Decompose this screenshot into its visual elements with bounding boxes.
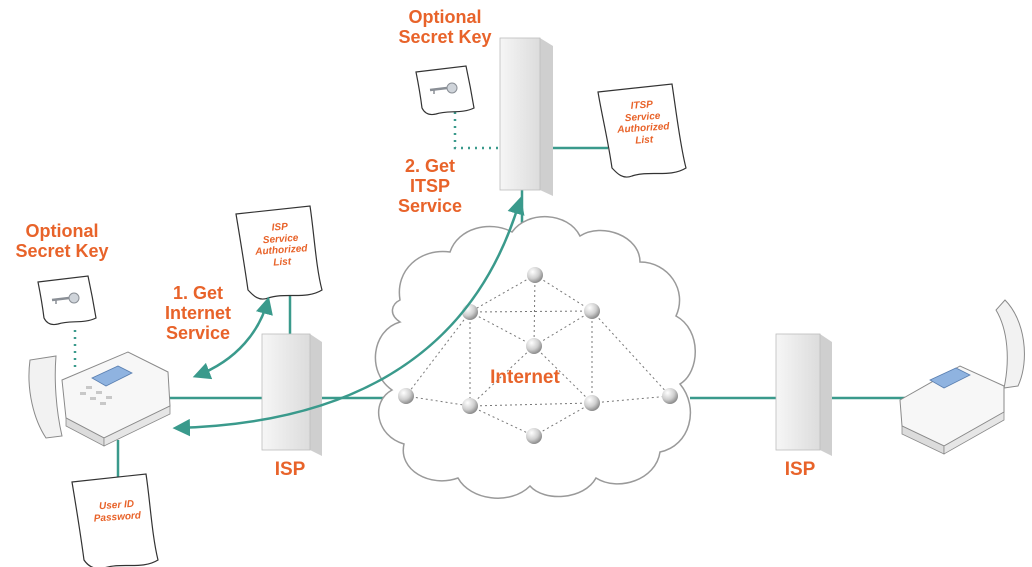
router-node-icon xyxy=(462,398,478,414)
step1-label: 1. Get Internet Service xyxy=(164,283,231,343)
optional-key-label-left: Optional Secret Key xyxy=(15,221,109,261)
left-ip-phone-icon xyxy=(28,351,171,447)
key-icon xyxy=(37,275,97,326)
router-node-icon xyxy=(526,428,542,444)
right-ip-phone-icon xyxy=(899,299,1025,455)
internet-cloud xyxy=(374,216,696,499)
itsp-list-text: ITSP Service Authorized List xyxy=(616,99,670,147)
itsp-server-icon xyxy=(499,37,553,196)
isp-list-text: ISP Service Authorized List xyxy=(254,221,308,269)
router-node-icon xyxy=(526,338,542,354)
router-node-icon xyxy=(584,303,600,319)
router-node-icon xyxy=(584,395,600,411)
optional-key-label-top: Optional Secret Key xyxy=(398,7,492,47)
isp-right-label: ISP xyxy=(784,459,816,480)
internet-label: Internet xyxy=(490,367,560,388)
key-icon xyxy=(415,65,475,116)
key-links xyxy=(73,112,498,372)
itsp-list-document-icon xyxy=(597,83,687,178)
step2-arrow xyxy=(172,196,525,437)
router-node-icon xyxy=(398,388,414,404)
router-node-icon xyxy=(662,388,678,404)
isp-left-server-icon xyxy=(261,333,322,456)
router-node-icon xyxy=(527,267,543,283)
isp-left-label: ISP xyxy=(274,459,306,480)
key-link-top xyxy=(453,112,498,150)
isp-right-server-icon xyxy=(775,333,832,456)
creds-document-icon xyxy=(71,473,159,567)
step2-label: 2. Get ITSP Service xyxy=(397,156,463,216)
